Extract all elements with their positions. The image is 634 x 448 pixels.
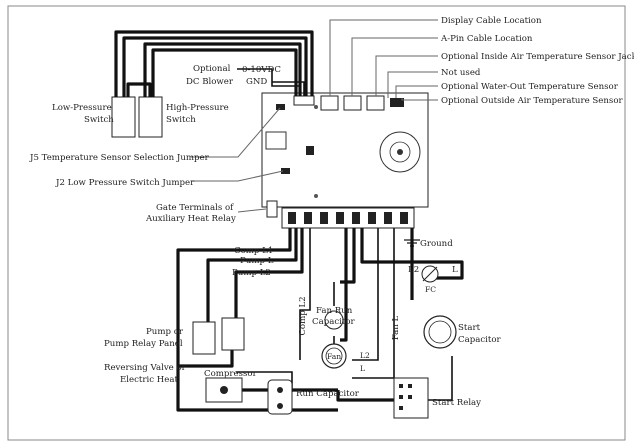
fc-l-label: L xyxy=(452,265,458,275)
a-pin-cable-jack xyxy=(343,95,362,111)
board-buzzer xyxy=(379,131,421,173)
optional-label: Optional xyxy=(193,64,231,74)
fan-run-capacitor xyxy=(324,310,344,330)
high-pressure-label-1: High-Pressure xyxy=(166,103,229,113)
blower-wires xyxy=(237,68,305,96)
sensor-terminal-block xyxy=(390,98,404,107)
start-cap-label-1: Start xyxy=(458,323,481,333)
fc-label: FC xyxy=(425,285,436,294)
start-capacitor-inner xyxy=(428,320,452,344)
terminal-strip xyxy=(281,207,415,229)
comp-l1-label: Comp L1 xyxy=(234,246,273,256)
run-capacitor-label: Run Capacitor xyxy=(296,389,360,399)
j2-jumper-label: J2 Low Pressure Switch Jumper xyxy=(55,178,195,188)
outer-frame xyxy=(7,5,626,441)
fc-l2-label: L2 xyxy=(408,265,419,275)
fan-label: Fan xyxy=(327,352,341,361)
pump-relay-label-2: Pump Relay Panel xyxy=(104,339,183,349)
high-pressure-switch xyxy=(138,96,163,138)
aux-heat-gate-terminals xyxy=(266,200,278,218)
gate-terminals-label-1: Gate Terminals of xyxy=(156,203,234,213)
not-used-label: Not used xyxy=(441,68,481,78)
inside-air-jack-label: Optional Inside Air Temperature Sensor J… xyxy=(441,52,634,62)
pressure-switch-wiring xyxy=(114,30,314,97)
board-chip xyxy=(306,146,314,155)
start-relay-label: Start Relay xyxy=(432,398,481,408)
j2-jumper xyxy=(281,168,290,174)
dc-blower-label: DC Blower xyxy=(186,77,234,87)
a-pin-cable-label: A-Pin Cable Location xyxy=(440,34,533,44)
high-pressure-label-2: Switch xyxy=(166,115,196,125)
reversing-valve-coil xyxy=(221,317,245,351)
pump-relay-coil xyxy=(192,321,216,355)
fan-l2-label: L2 xyxy=(360,351,370,360)
fan-run-cap-label-1: Fan Run xyxy=(316,306,353,316)
board-buzzer-core xyxy=(397,149,403,155)
fc-sensor-slash xyxy=(422,266,438,282)
low-pressure-switch xyxy=(111,96,136,138)
display-cable-label: Display Cable Location xyxy=(441,16,542,26)
fan-run-cap-label-2: Capacitor xyxy=(312,317,356,327)
fan-motor xyxy=(321,343,347,369)
inside-air-sensor-jack xyxy=(366,95,385,111)
fan-l1-label: L xyxy=(360,364,365,373)
left-leader-lines xyxy=(191,107,284,213)
start-cap-label-2: Capacitor xyxy=(458,335,502,345)
terminal-screws xyxy=(288,212,408,224)
reversing-label-1: Reversing Valve or xyxy=(104,363,187,373)
j5-jumper xyxy=(276,104,285,110)
gate-terminals-label-2: Auxiliary Heat Relay xyxy=(145,214,236,224)
run-capacitor-terminal xyxy=(277,387,283,393)
board-relay xyxy=(265,131,287,150)
blower-connector xyxy=(293,95,315,106)
board-buzzer-inner xyxy=(389,141,411,163)
fan-l-label: Fan L xyxy=(391,315,401,340)
compressor-label: Compressor xyxy=(204,369,258,379)
pump-l-label: Pump L xyxy=(240,256,274,266)
ground-label: Ground xyxy=(420,239,453,249)
reversing-label-2: Electric Heat xyxy=(120,375,178,385)
board-mount-hole xyxy=(314,105,318,109)
run-capacitor-terminal xyxy=(277,403,283,409)
low-pressure-label-2: Switch xyxy=(84,115,114,125)
vdc-label: 0-10VDC xyxy=(242,65,281,75)
j5-jumper-label: J5 Temperature Sensor Selection Jumper xyxy=(29,153,210,163)
start-relay-terminals xyxy=(399,384,412,410)
gnd-label: GND xyxy=(246,77,267,87)
pump-l2-label: Pump L2 xyxy=(232,268,271,278)
compressor-terminal xyxy=(220,386,228,394)
outside-air-sensor-label: Optional Outside Air Temperature Sensor xyxy=(441,96,623,106)
water-out-sensor-label: Optional Water-Out Temperature Sensor xyxy=(441,82,619,92)
low-pressure-label-1: Low-Pressure xyxy=(52,103,112,113)
run-capacitor xyxy=(267,379,293,415)
board-mount-hole xyxy=(314,194,318,198)
power-wiring xyxy=(176,228,464,412)
fan-motor-inner xyxy=(325,347,343,365)
comp-l2-label: Comp L2 xyxy=(298,296,308,335)
display-cable-jack xyxy=(320,95,339,111)
pump-relay-label-1: Pump or xyxy=(146,327,184,337)
top-leader-lines xyxy=(329,19,438,101)
